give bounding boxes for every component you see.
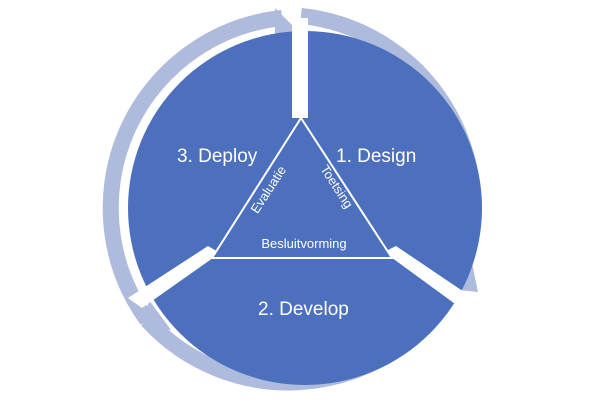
phase-label-develop: 2. Develop (258, 299, 349, 320)
separator-left (128, 246, 220, 308)
phase-label-deploy: 3. Deploy (177, 146, 258, 167)
arrowhead-left-icon (142, 300, 171, 330)
segment-separators (128, 18, 476, 309)
ring-arc-left (102, 10, 283, 325)
separator-top (292, 18, 308, 118)
triangle-label-besluitvorming: Besluitvorming (261, 236, 346, 251)
phase-label-design: 1. Design (336, 146, 416, 167)
separator-right (384, 246, 476, 309)
center-triangle (210, 116, 394, 259)
